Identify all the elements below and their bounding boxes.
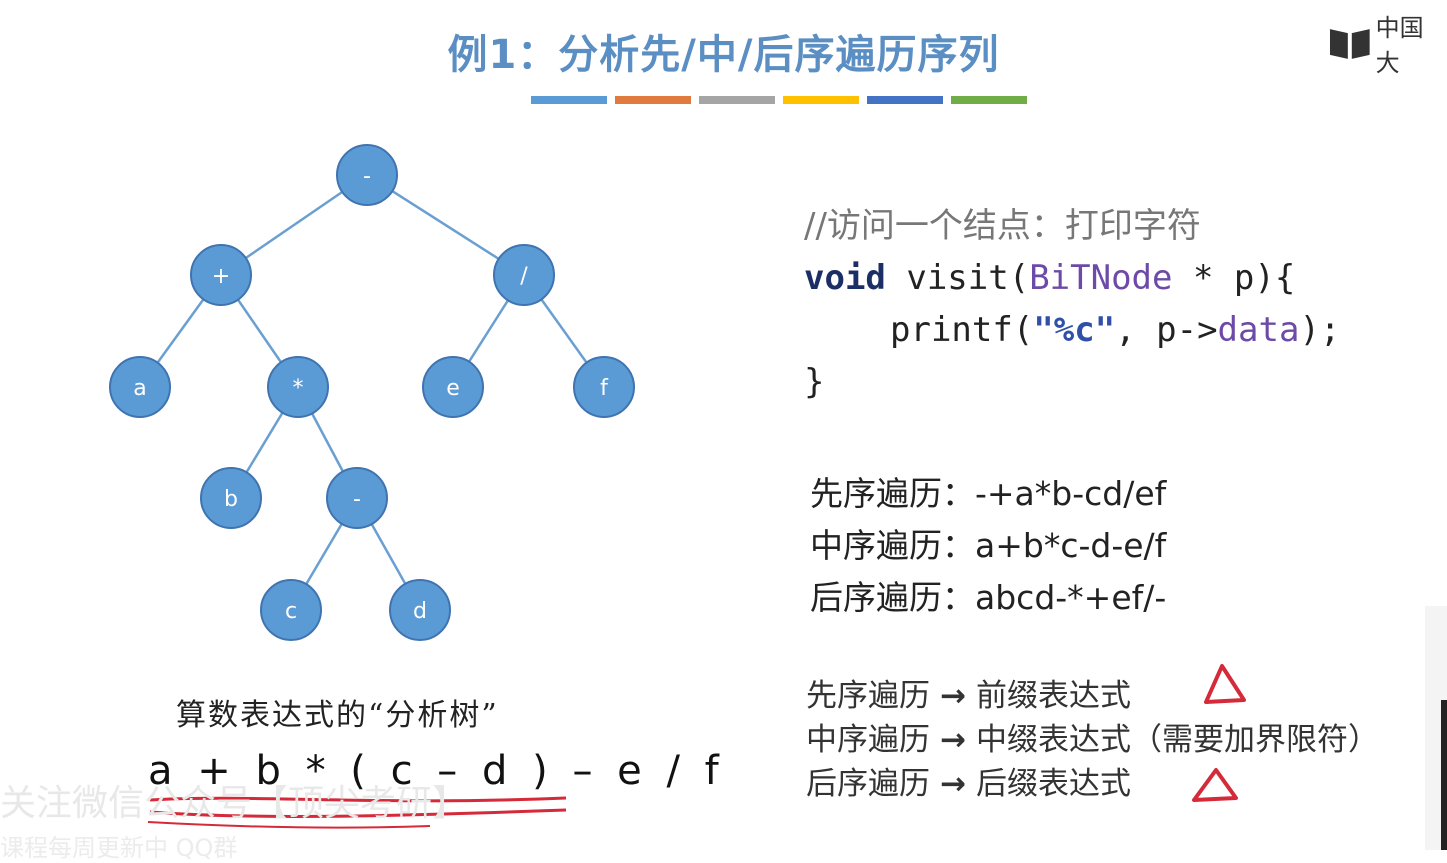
- postorder-row: 后序遍历：abcd-*+ef/-: [810, 572, 1166, 624]
- title-color-bar: [531, 96, 1027, 104]
- tree-caption: 算数表达式的“分析树”: [176, 698, 499, 733]
- tree-node-label: -: [363, 164, 371, 189]
- arrow-right-icon: →: [940, 678, 966, 714]
- tree-node-circle: [200, 467, 262, 529]
- tree-nodes: - + / a * e f b - c d: [109, 144, 635, 641]
- visit-code-block: //访问一个结点：打印字符 void visit(BiTNode * p){ p…: [804, 200, 1340, 408]
- preorder-value: -+a*b-cd/ef: [975, 474, 1167, 513]
- note-right: 前缀表达式: [975, 678, 1131, 714]
- inorder-label: 中序遍历：: [810, 526, 975, 565]
- title-bar-segment: [699, 96, 775, 104]
- type-name: BiTNode: [1029, 258, 1173, 298]
- tree-edge-root-div: [366, 173, 525, 277]
- tree-node-mul: *: [267, 356, 329, 418]
- handwritten-underline: [147, 796, 567, 829]
- printf-end: );: [1299, 310, 1341, 350]
- title-bar-segment: [951, 96, 1027, 104]
- code-line-2: printf("%c", p->data);: [804, 304, 1340, 356]
- tree-node-d: d: [389, 579, 451, 641]
- code-line-3: }: [804, 362, 825, 402]
- expression-tree: - + / a * e f b - c d: [109, 144, 635, 641]
- tree-node-label: +: [212, 264, 230, 289]
- tree-node-circle: [389, 579, 451, 641]
- tree-node-circle: [326, 467, 388, 529]
- watermark-text: 关注微信公众号【顶尖考研】: [0, 783, 469, 824]
- triangle-mark-icon: [1192, 768, 1238, 802]
- keyword-void: void: [804, 258, 886, 298]
- tree-node-f: f: [573, 356, 635, 418]
- tree-node-label: e: [446, 376, 460, 401]
- tree-node-label: /: [520, 264, 528, 289]
- tree-node-circle: [422, 356, 484, 418]
- open-book-icon: [1329, 29, 1370, 59]
- logo-text: 中国大: [1375, 14, 1424, 77]
- title-bar-segment: [867, 96, 943, 104]
- note-left: 后序遍历: [806, 766, 930, 802]
- tree-node-a: a: [109, 356, 171, 418]
- format-string: "%c": [1033, 310, 1116, 350]
- title-bar-segment: [531, 96, 607, 104]
- traversal-results: 先序遍历：-+a*b-cd/ef 中序遍历：a+b*c-d-e/f 后序遍历：a…: [810, 468, 1166, 624]
- arrow-right-icon: →: [940, 722, 966, 758]
- field-name: data: [1217, 310, 1300, 350]
- note-postfix: 后序遍历 →后缀表达式: [806, 762, 1379, 806]
- printf-args: , p->: [1115, 310, 1218, 350]
- preorder-row: 先序遍历：-+a*b-cd/ef: [810, 468, 1166, 520]
- title-bar-segment: [615, 96, 691, 104]
- tree-node-e: e: [422, 356, 484, 418]
- note-left: 先序遍历: [806, 678, 930, 714]
- tree-node-label: b: [224, 487, 238, 512]
- arrow-right-icon: →: [940, 766, 966, 802]
- tree-node-circle: [267, 356, 329, 418]
- note-prefix: 先序遍历 →前缀表达式: [806, 674, 1379, 718]
- tree-node-label: f: [600, 376, 609, 401]
- title-bar-segment: [783, 96, 859, 104]
- arithmetic-expression: a + b * ( c – d ) – e / f: [148, 748, 725, 794]
- slide-title: 例1：分析先/中/后序遍历序列: [447, 32, 1000, 78]
- tree-node-label: a: [133, 376, 146, 401]
- tree-node-c: c: [260, 579, 322, 641]
- tree-node-circle: [190, 244, 252, 306]
- printf-call: printf(: [890, 310, 1034, 350]
- tree-node-circle: [336, 144, 398, 206]
- triangle-mark-icon: [1204, 664, 1246, 704]
- tree-node-label: -: [353, 487, 361, 512]
- tree-node-root: -: [336, 144, 398, 206]
- site-logo: 中国大: [1328, 8, 1447, 78]
- param-list: * p){: [1172, 258, 1296, 298]
- tree-node-label: d: [413, 599, 427, 624]
- note-right: 中缀表达式（需要加界限符）: [975, 722, 1379, 758]
- side-panel-bar: [1441, 700, 1447, 850]
- inorder-row: 中序遍历：a+b*c-d-e/f: [810, 520, 1166, 572]
- note-left: 中序遍历: [806, 722, 930, 758]
- tree-node-minus: -: [326, 467, 388, 529]
- code-line-1: void visit(BiTNode * p){: [804, 252, 1340, 304]
- note-infix: 中序遍历 →中缀表达式（需要加界限符）: [806, 718, 1379, 762]
- tree-node-label: *: [293, 376, 304, 401]
- tree-node-circle: [493, 244, 555, 306]
- function-name: visit(: [885, 258, 1030, 298]
- tree-node-b: b: [200, 467, 262, 529]
- tree-node-label: c: [285, 599, 297, 624]
- tree-node-div: /: [493, 244, 555, 306]
- postorder-value: abcd-*+ef/-: [975, 578, 1167, 617]
- tree-node-circle: [260, 579, 322, 641]
- preorder-label: 先序遍历：: [810, 474, 975, 513]
- postorder-label: 后序遍历：: [810, 578, 975, 617]
- traversal-notes: 先序遍历→前缀表达式 中序遍历→中缀表达式（需要加界限符） 后序遍历→后缀表达式: [806, 674, 1379, 806]
- code-comment: //访问一个结点：打印字符: [804, 206, 1201, 246]
- note-right: 后缀表达式: [975, 766, 1131, 802]
- tree-node-circle: [573, 356, 635, 418]
- inorder-value: a+b*c-d-e/f: [975, 526, 1167, 565]
- tree-node-plus: +: [190, 244, 252, 306]
- tree-node-circle: [109, 356, 171, 418]
- watermark-subtext: 课程每周更新中 QQ群: [0, 834, 238, 862]
